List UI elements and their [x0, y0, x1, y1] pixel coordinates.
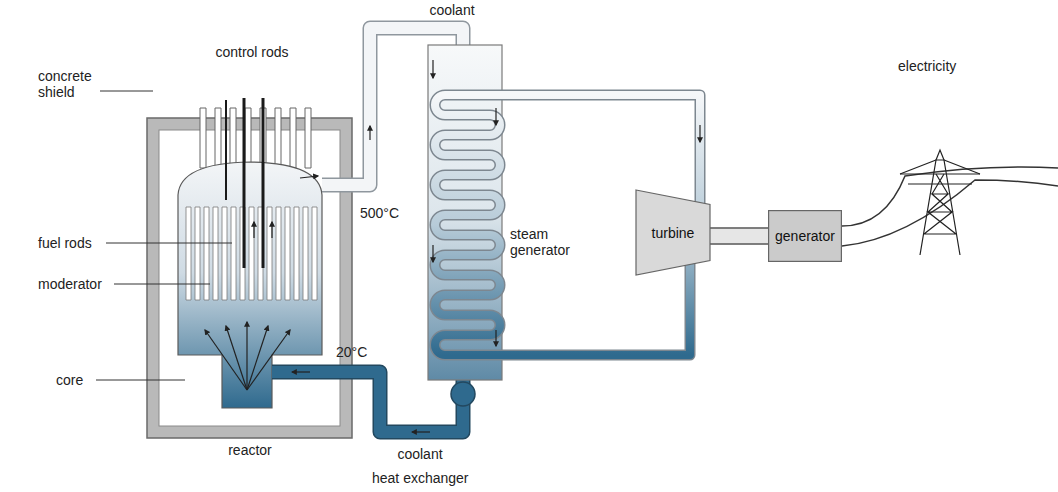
part-label: moderator	[38, 276, 102, 292]
part-label: 20°C	[336, 344, 367, 360]
pump	[451, 382, 475, 406]
flow-arrow	[699, 125, 700, 142]
flow-arrow	[247, 326, 268, 390]
label-text: electricity	[898, 58, 956, 74]
label-text: control rods	[215, 44, 288, 60]
part-label: coolant	[429, 2, 474, 18]
flow-arrow	[246, 322, 247, 390]
generator-box: generator	[768, 210, 842, 262]
label-text: steam generator	[510, 226, 570, 258]
flow-arrow	[247, 330, 290, 390]
label-text: 500°C	[360, 205, 399, 221]
control-rod	[243, 98, 246, 268]
leader-line	[96, 380, 185, 381]
label-text: 20°C	[336, 344, 367, 360]
pylon-lattice	[924, 174, 956, 234]
part-label: fuel rods	[38, 235, 92, 251]
shaft-body	[710, 229, 768, 244]
control-rod	[225, 100, 227, 200]
leader-lines	[96, 91, 232, 380]
label-text: reactor	[228, 442, 272, 458]
label-text: core	[56, 372, 83, 388]
part-label: 500°C	[360, 205, 399, 221]
part-label: control rods	[215, 44, 288, 60]
part-label: concrete shield	[38, 68, 108, 100]
part-label: electricity	[898, 58, 956, 74]
flow-arrow	[412, 431, 430, 432]
flow-arrow	[369, 126, 370, 140]
part-label: core	[56, 372, 83, 388]
generator-shape	[769, 211, 842, 262]
flow-arrow	[495, 108, 496, 125]
node-text: turbine	[652, 225, 695, 241]
flow-arrow	[300, 176, 318, 178]
label-text: concrete shield	[38, 68, 92, 100]
label-text: fuel rods	[38, 235, 92, 251]
shaft-line	[710, 243, 768, 244]
flow-arrow	[292, 371, 310, 372]
concrete-shield	[147, 118, 352, 438]
label-text: heat exchanger	[372, 470, 469, 486]
flow-arrow	[432, 60, 433, 78]
flow-arrow	[205, 330, 247, 390]
control-rod	[262, 98, 265, 268]
shaft-line	[710, 227, 768, 228]
node-text: generator	[775, 228, 835, 244]
steam-water-tube-core	[435, 95, 700, 355]
part-label: reactor	[228, 442, 272, 458]
control-rod-tubes	[200, 108, 311, 168]
flow-arrow	[495, 330, 496, 346]
label-text: coolant	[397, 446, 442, 462]
leader-line	[114, 284, 210, 285]
label-text: moderator	[38, 276, 102, 292]
cold-coolant-pipe	[272, 372, 463, 432]
leader-line	[100, 91, 153, 92]
reactor-interior	[159, 130, 340, 426]
part-label: coolant	[397, 446, 442, 462]
leader-line	[106, 243, 232, 244]
label-text: coolant	[429, 2, 474, 18]
part-label: heat exchanger	[372, 470, 469, 486]
turbine-shape	[636, 190, 710, 275]
turbine-box: turbine	[636, 190, 710, 275]
flow-arrow	[432, 245, 433, 262]
part-label: steam generator	[510, 226, 584, 258]
flow-arrow	[226, 326, 247, 390]
flow-arrow	[271, 222, 272, 238]
cold-coolant-pipe-core	[272, 372, 463, 432]
pylon-arms	[900, 150, 980, 184]
pylon-braces	[900, 160, 980, 174]
fuel-rods	[186, 207, 317, 300]
steam-water-tube	[435, 95, 700, 355]
shaft-connector	[710, 228, 768, 244]
flow-arrow	[253, 222, 254, 238]
pylon	[900, 150, 980, 255]
